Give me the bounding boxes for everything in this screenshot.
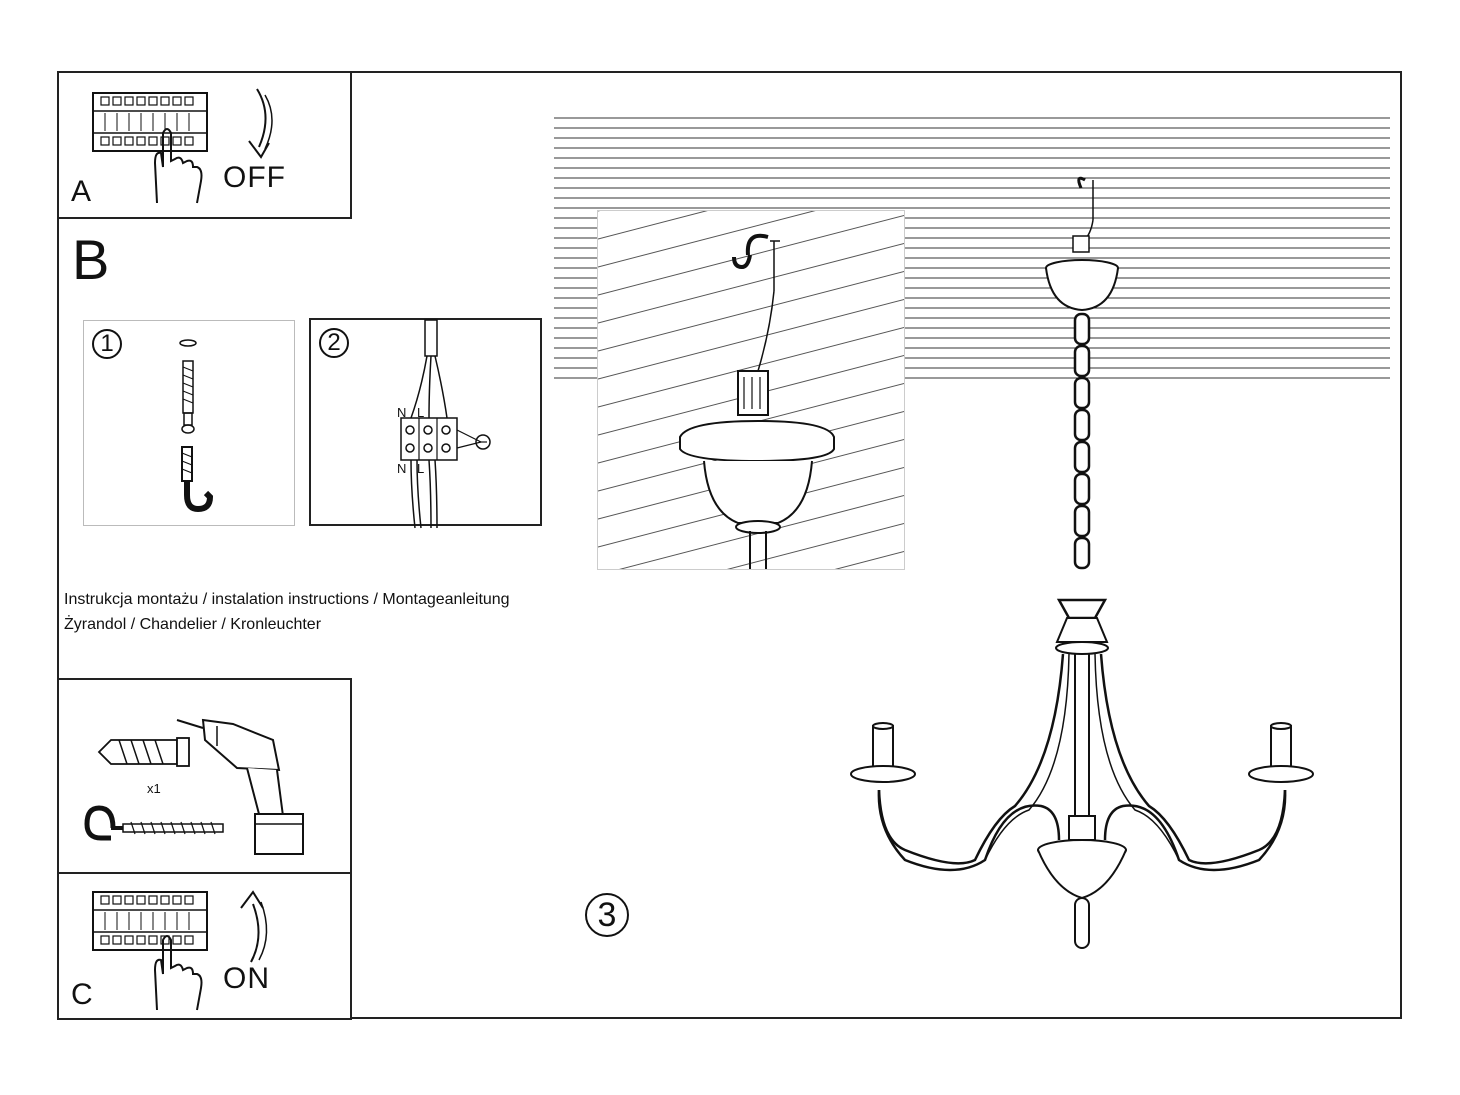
ceiling-board-line <box>619 495 904 569</box>
page-frame <box>57 71 1402 1019</box>
arrow-up-icon <box>240 890 268 963</box>
breaker-box-icon <box>92 92 208 152</box>
title-line-1: Instrukcja montażu / instalation instruc… <box>64 591 510 608</box>
ceiling-board-line <box>598 211 708 240</box>
step-1-panel: 1 <box>83 320 295 526</box>
panel-c: C ON <box>57 872 352 1020</box>
drill-icon <box>176 718 304 855</box>
step-2-number: 2 <box>319 328 349 358</box>
breaker-box-icon <box>92 891 208 951</box>
hand-icon <box>153 935 203 1011</box>
ceiling-detail-drawing <box>598 211 904 569</box>
ceiling-board-line <box>598 211 816 268</box>
ceiling-board-line <box>726 523 904 569</box>
ceiling-board-line <box>834 551 904 569</box>
wire-n-label: N <box>397 405 407 420</box>
step-3-number: 3 <box>585 893 629 937</box>
wire-n2-label: N <box>397 461 407 476</box>
arrow-down-icon <box>248 88 273 159</box>
title-line-2: Żyrandol / Chandelier / Kronleuchter <box>64 616 322 633</box>
ceiling-board-line <box>598 243 904 324</box>
hook-screw-icon <box>84 805 224 841</box>
wire-l-label: L <box>417 405 425 420</box>
ceiling-board-line <box>598 327 904 408</box>
panel-a: A OFF <box>57 71 352 219</box>
step-2-panel: 2 N L N L <box>309 318 542 529</box>
ceiling-hook-icon <box>181 446 214 513</box>
terminal-block-diagram <box>400 319 491 529</box>
ceiling-board-line <box>598 299 904 380</box>
chandelier-drawing <box>850 176 1314 949</box>
hand-icon <box>153 128 203 204</box>
on-label: ON <box>223 962 270 995</box>
ceiling-detail-panel <box>597 210 905 570</box>
panel-c-letter: C <box>71 978 93 1011</box>
step-1-number: 1 <box>92 329 122 359</box>
panel-a-letter: A <box>71 175 92 208</box>
wire-l2-label: L <box>417 461 425 476</box>
quantity-label: x1 <box>147 781 161 796</box>
anchor-screw-icon <box>179 339 197 434</box>
off-label: OFF <box>223 161 286 194</box>
panel-b-letter: B <box>72 228 110 291</box>
ceiling-board-line <box>598 271 904 352</box>
ceiling-board-line <box>598 215 904 296</box>
tools-panel: x1 <box>57 678 352 874</box>
wall-plug-icon <box>97 737 190 767</box>
